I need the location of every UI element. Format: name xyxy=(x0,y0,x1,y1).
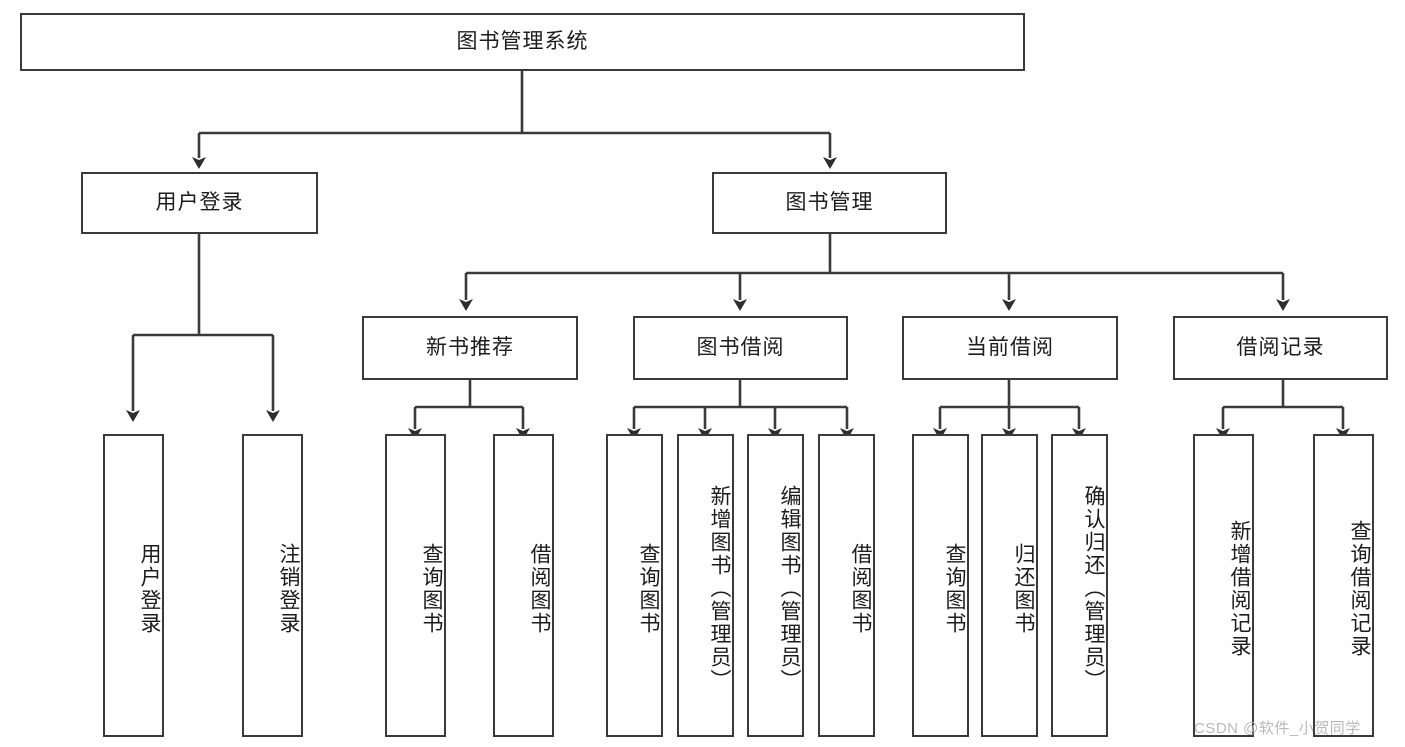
leaf-user-login-signout[interactable]: 注销登录 xyxy=(242,434,303,737)
node-label: 用户登录 xyxy=(155,191,244,215)
leaf-current-return-book[interactable]: 归还图书 xyxy=(981,434,1038,737)
node-label: 图书借阅 xyxy=(696,336,785,360)
node-label: 借阅图书 xyxy=(849,542,872,635)
node-borrow-record[interactable]: 借阅记录 xyxy=(1173,316,1388,380)
leaf-record-add-record[interactable]: 新增借阅记录 xyxy=(1193,434,1254,737)
node-label: 确认归还（管理员） xyxy=(1082,485,1105,692)
leaf-borrow-query-book[interactable]: 查询图书 xyxy=(606,434,663,737)
leaf-borrow-edit-book-admin[interactable]: 编辑图书（管理员） xyxy=(747,434,804,737)
node-current-borrow[interactable]: 当前借阅 xyxy=(902,316,1118,380)
node-label: 查询图书 xyxy=(943,542,966,635)
leaf-user-login-signin[interactable]: 用户登录 xyxy=(103,434,164,737)
node-label: 归还图书 xyxy=(1012,542,1035,635)
node-label: 查询图书 xyxy=(420,542,443,635)
node-label: 图书管理系统 xyxy=(456,30,589,54)
node-label: 查询图书 xyxy=(637,542,660,635)
node-label: 借阅图书 xyxy=(528,542,551,635)
leaf-recommend-borrow-book[interactable]: 借阅图书 xyxy=(493,434,554,737)
node-root-system[interactable]: 图书管理系统 xyxy=(20,13,1025,71)
node-label: 注销登录 xyxy=(277,542,300,635)
node-label: 编辑图书（管理员） xyxy=(778,485,801,692)
node-label: 借阅记录 xyxy=(1236,336,1325,360)
node-user-login[interactable]: 用户登录 xyxy=(81,172,318,234)
leaf-record-query-record[interactable]: 查询借阅记录 xyxy=(1313,434,1374,737)
node-label: 新书推荐 xyxy=(426,336,514,360)
node-new-book-recommend[interactable]: 新书推荐 xyxy=(362,316,578,380)
node-label: 图书管理 xyxy=(785,191,874,215)
node-label: 新增借阅记录 xyxy=(1228,519,1251,658)
node-book-borrow[interactable]: 图书借阅 xyxy=(633,316,848,380)
leaf-recommend-query-book[interactable]: 查询图书 xyxy=(385,434,446,737)
node-book-management[interactable]: 图书管理 xyxy=(712,172,947,234)
node-label: 当前借阅 xyxy=(966,336,1054,360)
leaf-current-query-book[interactable]: 查询图书 xyxy=(912,434,969,737)
node-label: 新增图书（管理员） xyxy=(708,485,731,692)
leaf-current-confirm-return-admin[interactable]: 确认归还（管理员） xyxy=(1051,434,1108,737)
node-label: 查询借阅记录 xyxy=(1348,519,1371,658)
leaf-borrow-add-book-admin[interactable]: 新增图书（管理员） xyxy=(677,434,734,737)
node-label: 用户登录 xyxy=(138,542,161,635)
csdn-watermark: CSDN @软件_小贺同学 xyxy=(1194,720,1361,737)
leaf-borrow-borrow-book[interactable]: 借阅图书 xyxy=(818,434,875,737)
